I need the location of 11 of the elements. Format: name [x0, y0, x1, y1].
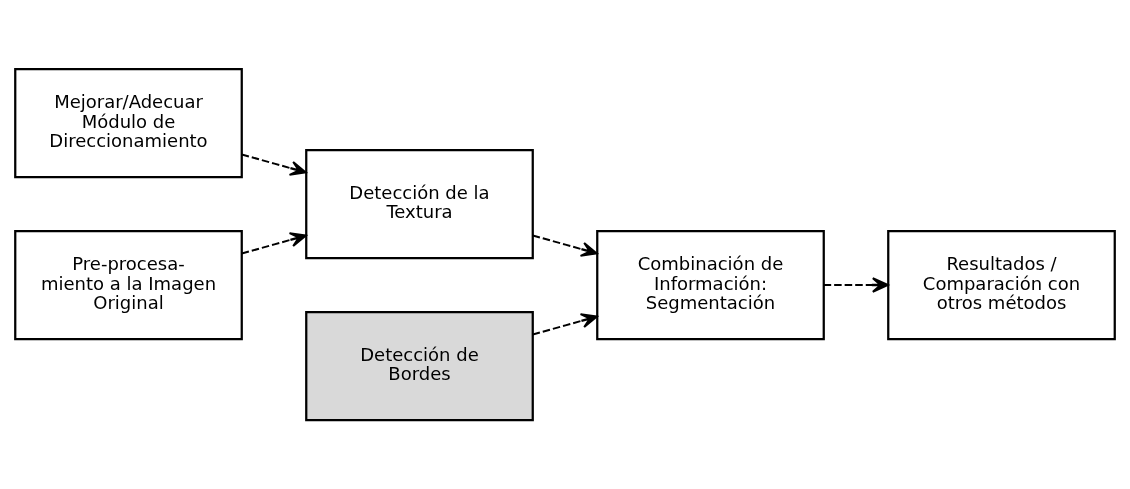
arrow: [240, 153, 307, 176]
node-box: Pre-procesa- miento a la Imagen Original: [14, 229, 243, 341]
arrow: [822, 277, 889, 293]
arrow: [531, 234, 598, 257]
arrow: [240, 232, 307, 255]
node-box: Combinación de Información: Segmentación: [596, 229, 825, 341]
node-box: Resultados / Comparación con otros métodos: [887, 229, 1116, 341]
arrow: [531, 313, 598, 336]
node-box: Mejorar/Adecuar Módulo de Direccionamiento: [14, 67, 243, 179]
node-box: Detección de la Textura: [305, 148, 534, 260]
node-box: Detección de Bordes: [305, 310, 534, 422]
